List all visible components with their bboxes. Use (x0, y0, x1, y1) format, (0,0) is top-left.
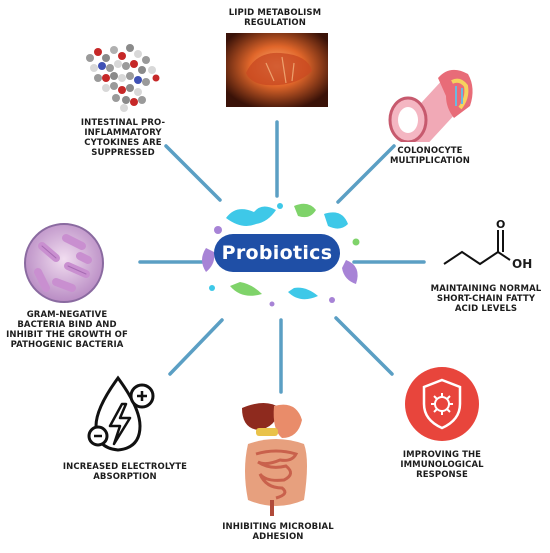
formula-oh-label: OH (512, 257, 533, 271)
protein-molecule-image (86, 44, 160, 112)
label-colonocyte: COLONOCYTE MULTIPLICATION (390, 146, 470, 166)
colon-cross-section-image (388, 69, 473, 142)
label-adhesion: INHIBITING MICROBIAL ADHESION (222, 522, 334, 542)
svg-text:O: O (496, 218, 505, 231)
electrolyte-drop-icon (87, 375, 155, 452)
label-lipid: LIPID METABOLISM REGULATION (228, 8, 322, 28)
connector-immuno (334, 316, 394, 376)
center-title: Probiotics (221, 242, 333, 264)
connector-colonocyte (336, 144, 396, 204)
label-cytokines: INTESTINAL PRO- INFLAMMATORY CYTOKINES A… (80, 118, 166, 158)
label-scfa: MAINTAINING NORMAL SHORT-CHAIN FATTY ACI… (430, 284, 542, 314)
shield-virus-icon (405, 367, 479, 441)
label-immuno: IMPROVING THE IMMUNOLOGICAL RESPONSE (400, 450, 484, 480)
hub-pill (214, 234, 340, 272)
digestive-system-image (242, 403, 307, 516)
connector-cytokines (164, 144, 222, 202)
bacteria-petri-dish-image (24, 223, 104, 303)
connector-electrolyte (168, 318, 224, 376)
liver-body-image (226, 33, 328, 107)
label-gramneg: GRAM-NEGATIVE BACTERIA BIND AND INHIBIT … (6, 310, 128, 350)
butyric-acid-structure: O (443, 218, 511, 266)
label-electrolyte: INCREASED ELECTROLYTE ABSORPTION (62, 462, 188, 482)
paint-splash (202, 203, 360, 307)
probiotics-hub (202, 203, 360, 307)
